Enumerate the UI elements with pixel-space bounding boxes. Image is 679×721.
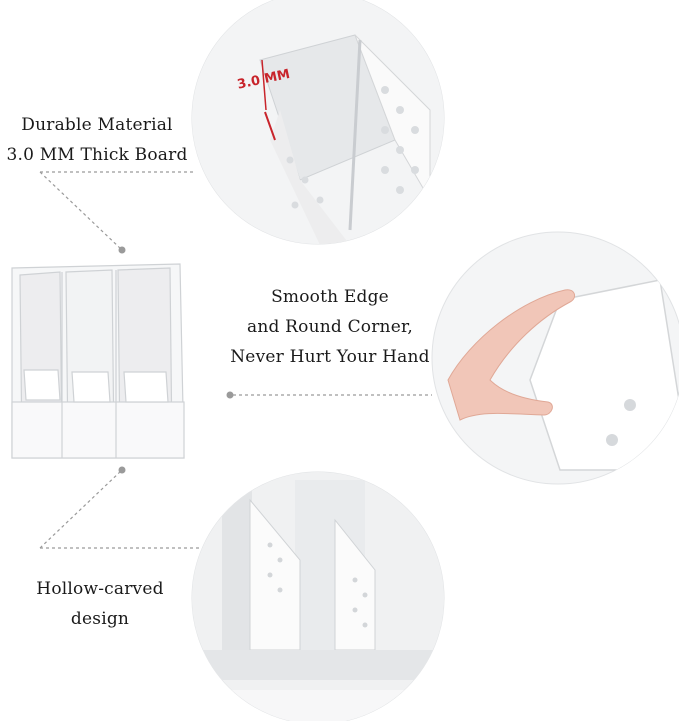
caption-hollow-carved: Hollow-carved design bbox=[20, 574, 180, 634]
thickness-detail-circle bbox=[191, 0, 445, 245]
caption-edge-line2: and Round Corner, bbox=[246, 317, 414, 337]
leader-lines bbox=[39, 171, 432, 549]
hollow-design-circle bbox=[191, 471, 445, 721]
caption-edge-line3: Never Hurt Your Hand bbox=[230, 347, 430, 367]
caption-material-line1: Durable Material bbox=[21, 115, 173, 135]
file-holder-product bbox=[11, 263, 185, 459]
leader-dots bbox=[118, 246, 234, 474]
caption-hollow-line2: design bbox=[70, 609, 130, 629]
caption-durable-material: Durable Material 3.0 MM Thick Board bbox=[6, 110, 188, 170]
caption-material-line2: 3.0 MM Thick Board bbox=[6, 145, 188, 165]
caption-smooth-edge: Smooth Edge and Round Corner, Never Hurt… bbox=[230, 282, 430, 372]
caption-edge-line1: Smooth Edge bbox=[271, 287, 389, 307]
caption-hollow-line1: Hollow-carved bbox=[36, 579, 164, 599]
smooth-edge-circle bbox=[431, 231, 679, 485]
